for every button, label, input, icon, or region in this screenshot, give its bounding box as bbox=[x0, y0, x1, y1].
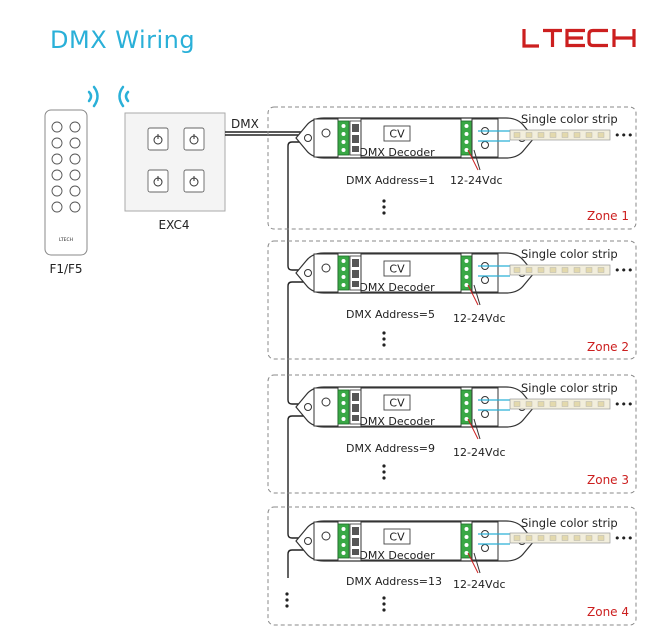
strip-label: Single color strip bbox=[521, 247, 618, 261]
voltage-label: 12-24Vdc bbox=[453, 312, 506, 325]
zone-label: Zone 3 bbox=[587, 473, 629, 487]
panel-label: EXC4 bbox=[159, 218, 190, 232]
dmx-address: DMX Address=5 bbox=[346, 308, 435, 321]
dmx-address: DMX Address=13 bbox=[346, 575, 442, 588]
strip-ellipsis: ••• bbox=[614, 129, 633, 142]
remote-control: LTECH bbox=[44, 109, 88, 256]
strip-label: Single color strip bbox=[521, 516, 618, 530]
zone-1: CV DMX Decoder ••• Single color strip 12… bbox=[267, 106, 637, 230]
voltage-label: 12-24Vdc bbox=[453, 578, 506, 591]
strip-ellipsis: ••• bbox=[614, 398, 633, 411]
ltech-logo bbox=[522, 28, 636, 48]
strip-label: Single color strip bbox=[521, 112, 618, 126]
strip-label: Single color strip bbox=[521, 381, 618, 395]
voltage-label: 12-24Vdc bbox=[453, 446, 506, 459]
decoder-name: DMX Decoder bbox=[359, 549, 435, 562]
decoder-name: DMX Decoder bbox=[359, 415, 435, 428]
zone-label: Zone 4 bbox=[587, 605, 629, 619]
dmx-address: DMX Address=1 bbox=[346, 174, 435, 187]
dmx-label: DMX bbox=[231, 117, 259, 131]
strip-ellipsis: ••• bbox=[614, 264, 633, 277]
decoder-cv-label: CV bbox=[389, 397, 405, 410]
strip-ellipsis: ••• bbox=[614, 532, 633, 545]
decoder-name: DMX Decoder bbox=[359, 146, 435, 159]
remote-label: F1/F5 bbox=[49, 262, 82, 276]
zone-label: Zone 2 bbox=[587, 340, 629, 354]
zone-4: CV DMX Decoder ••• Single color strip 12… bbox=[267, 506, 637, 626]
decoder-name: DMX Decoder bbox=[359, 281, 435, 294]
decoder-cv-label: CV bbox=[389, 263, 405, 276]
decoder-cv-label: CV bbox=[389, 531, 405, 544]
zone-label: Zone 1 bbox=[587, 209, 629, 223]
wireless-signal-icon bbox=[87, 85, 99, 108]
decoder-cv-label: CV bbox=[389, 128, 405, 141]
remote-brand-text: LTECH bbox=[59, 237, 73, 243]
zone-3: CV DMX Decoder ••• Single color strip 12… bbox=[267, 374, 637, 494]
wireless-signal-icon bbox=[118, 85, 130, 108]
dmx-address: DMX Address=9 bbox=[346, 442, 435, 455]
voltage-label: 12-24Vdc bbox=[450, 174, 503, 187]
exc4-panel bbox=[124, 112, 226, 212]
zone-2: CV DMX Decoder ••• Single color strip 12… bbox=[267, 240, 637, 360]
page-title: DMX Wiring bbox=[50, 26, 196, 54]
